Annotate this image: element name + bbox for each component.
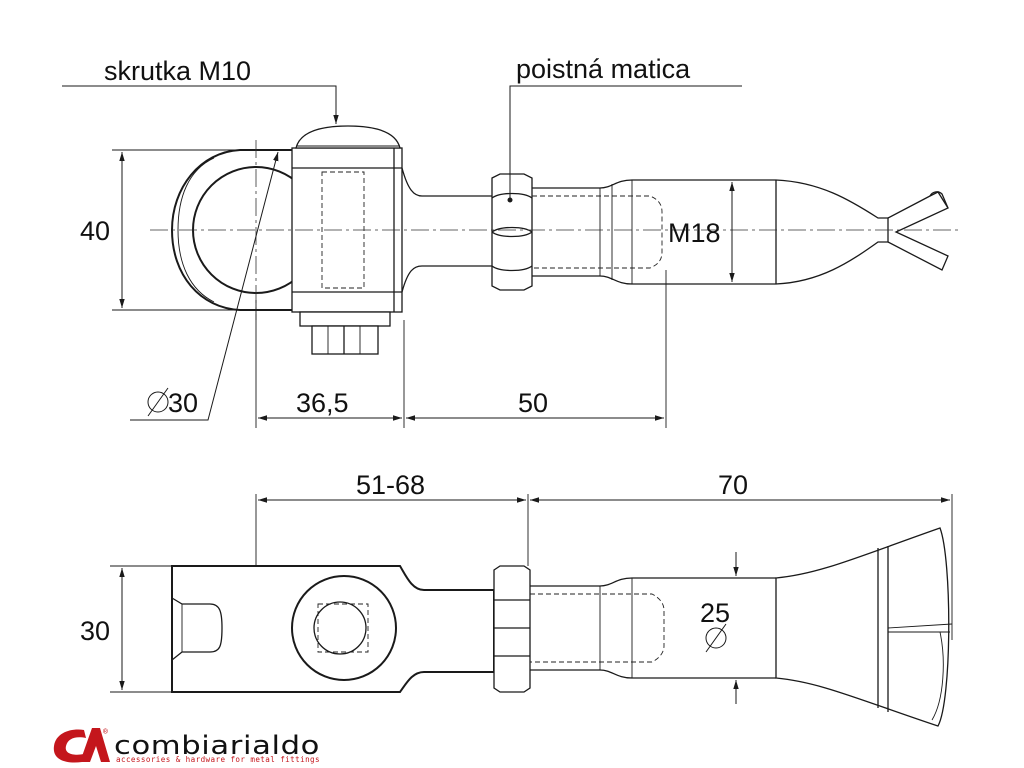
- tip: [775, 179, 889, 285]
- screw-leader: [62, 85, 339, 124]
- lock-nut: [491, 173, 533, 291]
- bottom-slot: [171, 597, 223, 661]
- screw-head: [295, 125, 401, 149]
- logo-name: combiarialdo: [114, 731, 320, 761]
- label-dim-70: 70: [718, 470, 748, 500]
- label-dim-50: 50: [518, 388, 548, 418]
- label-tip-diameter: 25: [700, 598, 730, 628]
- diameter-leader: [130, 151, 279, 421]
- label-dim-36-5: 36,5: [296, 388, 349, 418]
- brand-logo: ® combiarialdo accessories & hardware fo…: [53, 727, 320, 764]
- label-lock-nut: poistná matica: [516, 54, 691, 84]
- screw-nut: [299, 311, 391, 327]
- diameter-symbol-30: [147, 387, 169, 417]
- label-thread: M18: [668, 218, 721, 248]
- bottom-shaft: [530, 577, 776, 679]
- neck: [401, 167, 492, 293]
- label-dim-51-68: 51-68: [356, 470, 425, 500]
- top-view: [62, 85, 960, 428]
- label-top-height: 40: [80, 216, 110, 246]
- eye-outer-contour: [170, 149, 401, 311]
- logo-tagline: accessories & hardware for metal fitting…: [116, 755, 320, 764]
- eye-shade: [177, 157, 215, 303]
- logo-mark-icon: [53, 729, 86, 763]
- label-eye-diameter: 30: [168, 388, 198, 418]
- bottom-lock-nut: [493, 565, 531, 693]
- bottom-body: [171, 565, 495, 693]
- nut-leader: [509, 85, 742, 200]
- bottom-view: [110, 494, 953, 727]
- logo-registered: ®: [103, 727, 108, 736]
- label-screw: skrutka M10: [104, 56, 251, 86]
- diameter-symbol-25: [705, 623, 727, 653]
- label-bottom-height: 30: [80, 616, 110, 646]
- bottom-tip: [775, 527, 950, 727]
- bottom-eye: [291, 575, 397, 681]
